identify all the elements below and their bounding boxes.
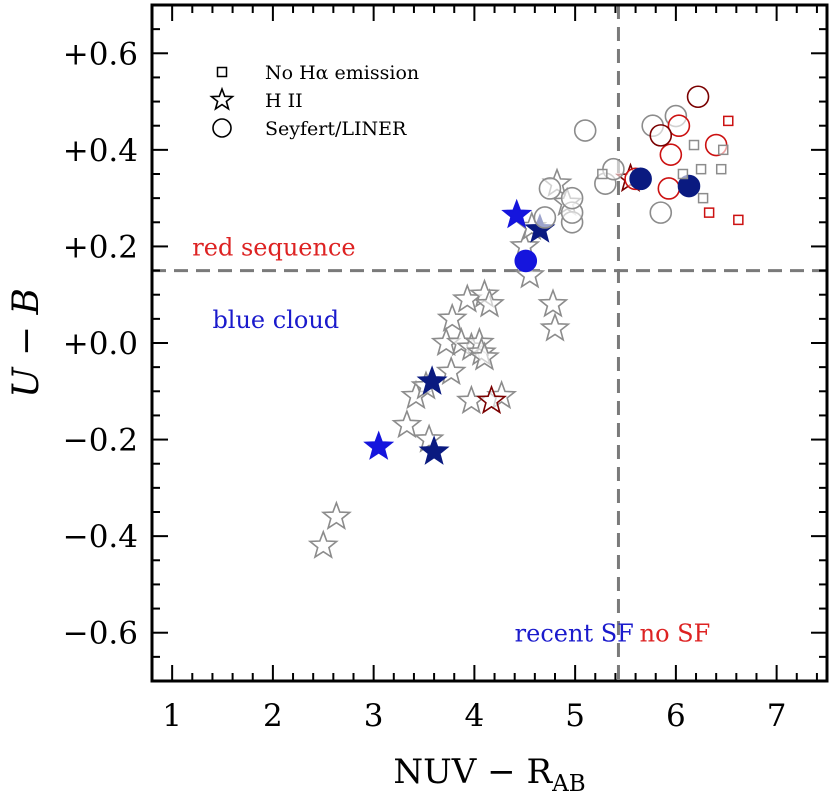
circle-marker [667, 114, 691, 138]
circle-marker [629, 167, 652, 191]
circle-marker [686, 85, 710, 109]
circle-marker [649, 201, 673, 224]
square-marker [697, 192, 709, 204]
star-marker [418, 435, 450, 465]
circle-marker [649, 124, 673, 147]
square-marker [717, 144, 729, 156]
legend-label: No Hα emission [265, 62, 419, 84]
y-tick-label: −0.6 [63, 616, 138, 652]
star-marker [436, 302, 468, 333]
region-label: recent SF [515, 620, 634, 648]
circle-marker [533, 206, 557, 229]
star-marker [320, 500, 352, 531]
region-label: blue cloud [212, 306, 339, 334]
square-marker [733, 214, 744, 226]
star-marker [413, 423, 445, 453]
x-tick-label: 3 [364, 698, 384, 734]
data-points [307, 85, 744, 559]
star-marker [391, 408, 423, 439]
circle-marker [657, 177, 681, 200]
region-label: red sequence [192, 233, 355, 261]
legend: No Hα emission H II Seyfert/LINER [209, 62, 419, 140]
x-tick-label: 6 [666, 698, 686, 734]
square-marker [688, 139, 700, 151]
circle-marker [212, 118, 232, 138]
star-marker [468, 341, 500, 371]
plot-frame [150, 3, 829, 683]
axis-ticks [151, 4, 827, 682]
y-tick-label: −0.4 [63, 519, 138, 555]
circle-marker [677, 174, 701, 198]
circle-marker [514, 249, 538, 273]
square-marker [216, 66, 228, 78]
y-tick-label: +0.0 [63, 326, 138, 362]
star-marker [537, 288, 569, 318]
region-label: no SF [640, 620, 711, 648]
star-marker [514, 259, 546, 289]
circle-marker [560, 186, 584, 210]
star-marker [501, 198, 533, 229]
circle-marker [659, 143, 683, 166]
y-tick-label: +0.4 [63, 133, 138, 169]
square-marker [703, 207, 715, 218]
x-tick-label: 4 [465, 698, 485, 734]
star-marker [209, 86, 235, 111]
star-marker [451, 283, 483, 313]
x-axis-label: NUV − RAB [393, 752, 585, 794]
square-marker [695, 163, 707, 175]
tick-labels: 1 2 3 4 5 6 7 +0.6 +0.4 +0.2 +0.0 −0.2 −0.4 −0.6 [63, 36, 787, 734]
x-tick-label: 7 [767, 698, 787, 734]
circle-marker [573, 119, 597, 142]
legend-label: H II [265, 90, 303, 112]
x-tick-label: 5 [565, 698, 585, 734]
square-marker [677, 168, 689, 180]
y-axis-label: U − B [6, 288, 47, 398]
y-tick-label: −0.2 [63, 423, 138, 459]
circle-marker [538, 177, 562, 200]
star-marker [539, 312, 571, 342]
legend-label: Seyfert/LINER [265, 118, 407, 140]
star-marker [474, 288, 505, 318]
square-marker [597, 168, 608, 180]
square-marker [723, 115, 734, 127]
x-tick-label: 1 [162, 698, 182, 734]
y-tick-label: +0.2 [63, 229, 138, 265]
reference-lines [152, 5, 827, 681]
star-marker [476, 384, 507, 415]
square-marker [715, 163, 727, 175]
star-marker [363, 430, 395, 460]
x-tick-label: 2 [263, 698, 283, 734]
star-marker [435, 355, 467, 386]
star-marker [416, 365, 448, 395]
y-tick-label: +0.6 [63, 36, 138, 72]
star-marker [307, 529, 339, 559]
